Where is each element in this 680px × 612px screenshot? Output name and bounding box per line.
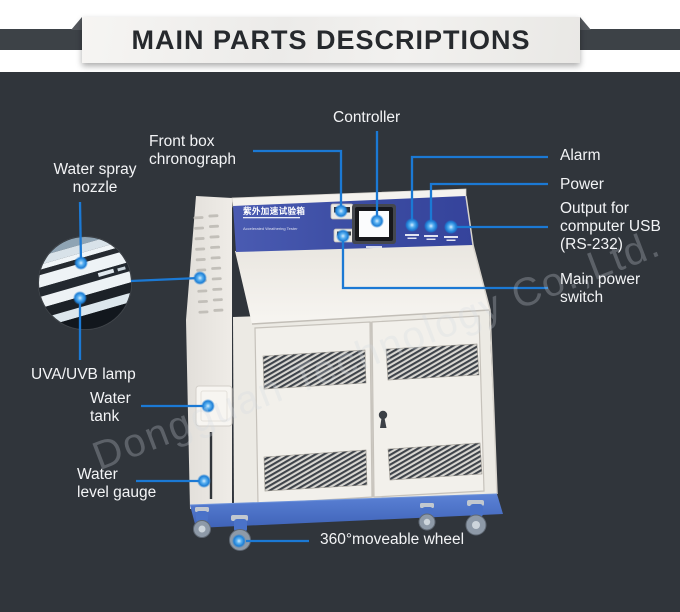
panel-title-underline <box>243 217 300 219</box>
ribbon-fold-left <box>71 17 82 30</box>
callout-dot <box>444 220 458 234</box>
label-controller: Controller <box>333 109 401 126</box>
machine-right-edge <box>465 195 498 495</box>
hood-slope <box>235 244 490 324</box>
callout-dot <box>405 218 419 232</box>
panel-subtitle-en: Accelerated Weathering Tester <box>243 226 298 231</box>
callout-lines <box>78 131 548 543</box>
panel-title-cn: 紫外加速试验箱 <box>243 206 305 216</box>
callout-dot <box>232 534 246 548</box>
callout-line-water-spray-nozzle <box>78 201 83 263</box>
button-caption-marks <box>405 234 458 241</box>
callout-dot <box>370 214 384 228</box>
callout-dot <box>201 399 215 413</box>
label-output-usb: Output for computer USB (RS-232) <box>560 200 661 253</box>
callout-line-alarm <box>410 155 548 224</box>
door-gap <box>370 321 374 498</box>
callout-dot <box>73 291 87 305</box>
caster-wheel <box>465 500 487 536</box>
machine: 紫外加速试验箱 Accelerated Weathering Tester <box>186 188 503 551</box>
lamp-inset-circle <box>38 236 132 330</box>
label-main-power-switch: Main power switch <box>560 271 641 306</box>
label-water-tank: Water tank <box>90 390 131 425</box>
base-top-edge <box>189 493 498 506</box>
callout-dot <box>334 204 348 218</box>
callout-line-chronograph <box>253 149 343 209</box>
callout-line-lamp-inset <box>130 276 200 283</box>
label-alarm: Alarm <box>560 147 601 164</box>
label-water-level-gauge: Water level gauge <box>77 466 157 501</box>
caster-wheel <box>193 507 211 538</box>
callout-dot <box>74 256 88 270</box>
callout-dot <box>336 229 350 243</box>
uv-lamp-tubes <box>39 237 131 329</box>
door-keyhole <box>378 410 388 428</box>
callout-line-power <box>429 182 548 225</box>
callout-dot <box>193 271 207 285</box>
title-ribbon: MAIN PARTS DESCRIPTIONS <box>82 17 580 63</box>
label-water-spray-nozzle: Water spray nozzle <box>53 161 137 196</box>
caster-wheel <box>418 503 436 531</box>
callout-dot <box>424 219 438 233</box>
label-moveable-wheel: 360°moveable wheel <box>320 531 465 548</box>
label-uva-uvb-lamp: UVA/UVB lamp <box>31 366 136 383</box>
door-vent-grilles <box>262 343 483 492</box>
hood-edge <box>251 309 491 325</box>
label-power: Power <box>560 176 604 193</box>
page-title: MAIN PARTS DESCRIPTIONS <box>131 25 531 55</box>
callout-line-main-power-switch <box>341 237 548 290</box>
label-front-box-chronograph: Front box chronograph <box>149 133 237 168</box>
callout-dots <box>73 204 458 548</box>
ribbon-fold-right <box>580 17 591 30</box>
callout-dot <box>197 474 211 488</box>
machine-left-face <box>186 196 232 509</box>
